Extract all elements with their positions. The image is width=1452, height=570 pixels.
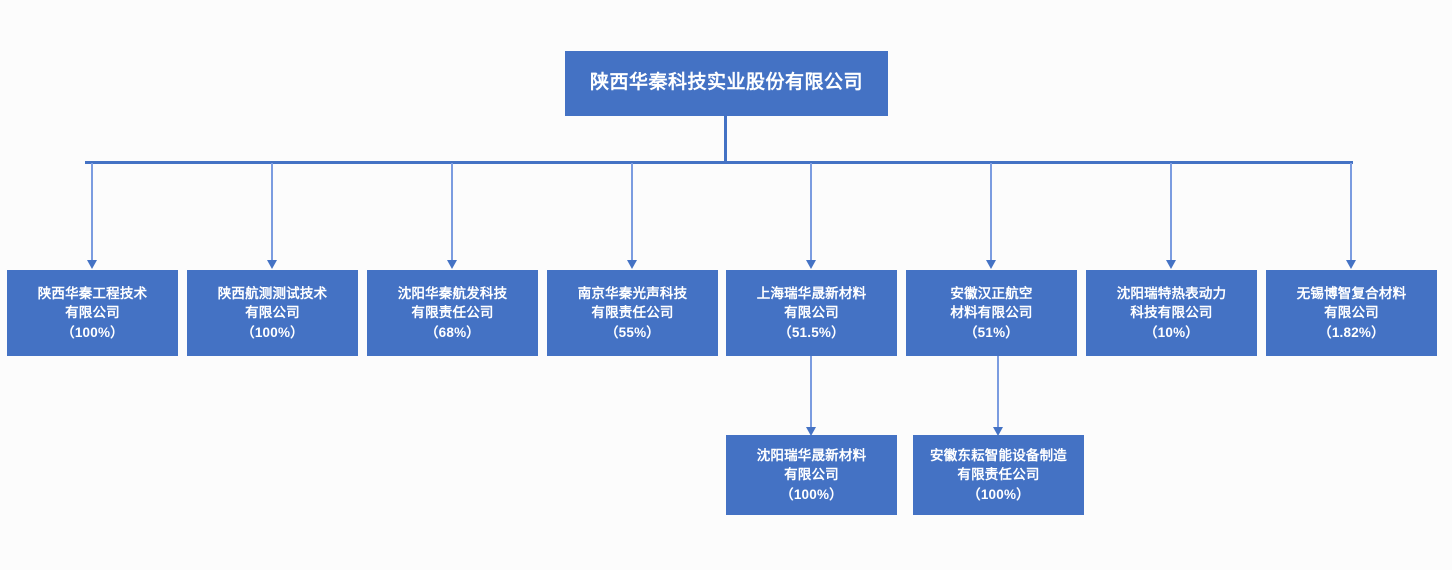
connector-drop-4 bbox=[631, 163, 633, 260]
arrowhead-5 bbox=[806, 260, 816, 269]
node-subsidiary-4[interactable]: 南京华秦光声科技 有限责任公司 （55%） bbox=[547, 270, 718, 356]
arrowhead-7 bbox=[1166, 260, 1176, 269]
node-subsidiary-7[interactable]: 沈阳瑞特热表动力 科技有限公司 （10%） bbox=[1086, 270, 1257, 356]
arrowhead-2 bbox=[267, 260, 277, 269]
arrowhead-1 bbox=[87, 260, 97, 269]
node-subsidiary-1[interactable]: 陕西华秦工程技术 有限公司 （100%） bbox=[7, 270, 178, 356]
node-root-company[interactable]: 陕西华秦科技实业股份有限公司 bbox=[565, 51, 888, 116]
connector-horizontal-bus bbox=[85, 161, 1353, 164]
node-subsidiary-8[interactable]: 无锡博智复合材料 有限公司 （1.82%） bbox=[1266, 270, 1437, 356]
connector-drop-5 bbox=[810, 163, 812, 260]
node-sub-subsidiary-1[interactable]: 沈阳瑞华晟新材料 有限公司 （100%） bbox=[726, 435, 897, 515]
arrowhead-6 bbox=[986, 260, 996, 269]
node-subsidiary-3[interactable]: 沈阳华秦航发科技 有限责任公司 （68%） bbox=[367, 270, 538, 356]
connector-drop-6 bbox=[990, 163, 992, 260]
connector-root-stem bbox=[724, 116, 727, 163]
connector-drop-2 bbox=[271, 163, 273, 260]
connector-drop-8 bbox=[1350, 163, 1352, 260]
arrowhead-lvl3-1 bbox=[806, 427, 816, 436]
node-subsidiary-5[interactable]: 上海瑞华晟新材料 有限公司 （51.5%） bbox=[726, 270, 897, 356]
connector-drop-lvl3-2 bbox=[997, 356, 999, 427]
arrowhead-3 bbox=[447, 260, 457, 269]
connector-drop-lvl3-1 bbox=[810, 356, 812, 427]
node-sub-subsidiary-2[interactable]: 安徽东耘智能设备制造 有限责任公司 （100%） bbox=[913, 435, 1084, 515]
connector-drop-3 bbox=[451, 163, 453, 260]
node-subsidiary-2[interactable]: 陕西航测测试技术 有限公司 （100%） bbox=[187, 270, 358, 356]
arrowhead-4 bbox=[627, 260, 637, 269]
node-subsidiary-6[interactable]: 安徽汉正航空 材料有限公司 （51%） bbox=[906, 270, 1077, 356]
connector-drop-1 bbox=[91, 163, 93, 260]
connector-drop-7 bbox=[1170, 163, 1172, 260]
arrowhead-lvl3-2 bbox=[993, 427, 1003, 436]
arrowhead-8 bbox=[1346, 260, 1356, 269]
